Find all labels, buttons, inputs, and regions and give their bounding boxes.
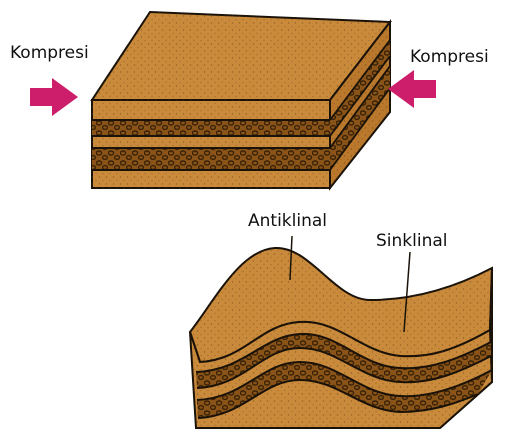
- anticline-label: Antiklinal: [248, 211, 327, 231]
- folded-strata-block: [190, 248, 492, 428]
- compression-label-left: Kompresi: [10, 43, 89, 63]
- arrow-right-icon: [30, 78, 78, 116]
- horizontal-strata-block: [92, 12, 390, 188]
- compression-label-right: Kompresi: [410, 47, 489, 67]
- arrow-left-icon: [388, 70, 436, 108]
- syncline-label: Sinklinal: [376, 231, 448, 251]
